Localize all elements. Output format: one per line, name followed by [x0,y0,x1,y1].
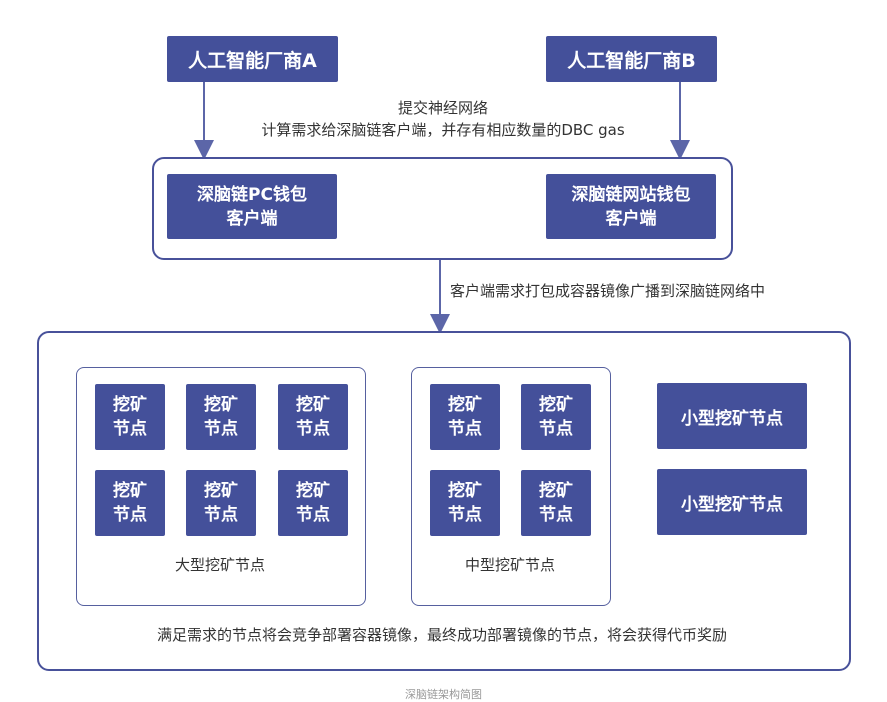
vendor-b-box: 人工智能厂商B [546,36,717,82]
miner-node-line2: 节点 [296,419,330,439]
miner-node: 挖矿 节点 [95,384,165,450]
miner-node: 挖矿 节点 [186,384,256,450]
miner-node: 挖矿 节点 [95,470,165,536]
pc-wallet-line2: 客户端 [226,208,278,229]
miner-node: 挖矿 节点 [278,470,348,536]
small-miner-label: 小型挖矿节点 [681,408,783,429]
pc-wallet-line1: 深脑链PC钱包 [197,184,307,205]
submit-note: 提交神经网络 计算需求给深脑链客户端，并存有相应数量的DBC gas [210,97,676,141]
submit-note-line1: 提交神经网络 [397,99,488,117]
miner-node-line1: 挖矿 [539,395,573,415]
miner-node: 挖矿 节点 [278,384,348,450]
reward-note: 满足需求的节点将会竞争部署容器镜像，最终成功部署镜像的节点，将会获得代币奖励 [156,626,727,644]
miner-node-line2: 节点 [296,505,330,525]
miner-node-line1: 挖矿 [448,395,482,415]
web-wallet-line1: 深脑链网站钱包 [571,184,691,205]
pc-wallet-client-box: 深脑链PC钱包 客户端 [167,174,337,239]
vendor-a-box: 人工智能厂商A [167,36,338,82]
miner-node-line1: 挖矿 [204,395,238,415]
broadcast-note: 客户端需求打包成容器镜像广播到深脑链网络中 [450,282,766,300]
web-wallet-line2: 客户端 [605,208,657,229]
small-miner-node: 小型挖矿节点 [657,469,807,535]
figure-caption: 深脑链架构简图 [405,688,482,701]
miner-node: 挖矿 节点 [521,384,591,450]
miner-node: 挖矿 节点 [430,470,500,536]
miner-node-line2: 节点 [113,419,147,439]
vendor-b-label: 人工智能厂商B [567,49,696,72]
miner-node-line1: 挖矿 [113,481,147,501]
miner-node-line2: 节点 [539,419,573,439]
miner-node-line1: 挖矿 [539,481,573,501]
small-miner-node: 小型挖矿节点 [657,383,807,449]
web-wallet-client-box: 深脑链网站钱包 客户端 [546,174,716,239]
miner-node-line1: 挖矿 [296,395,330,415]
miner-node-line1: 挖矿 [296,481,330,501]
submit-note-line2: 计算需求给深脑链客户端，并存有相应数量的DBC gas [261,121,625,139]
vendor-a-label: 人工智能厂商A [188,49,317,72]
miner-node-line2: 节点 [448,505,482,525]
miner-node-line2: 节点 [204,505,238,525]
miner-node-line2: 节点 [204,419,238,439]
medium-group-label: 中型挖矿节点 [464,556,555,574]
miner-node-line1: 挖矿 [113,395,147,415]
miner-node-line1: 挖矿 [204,481,238,501]
miner-node-line1: 挖矿 [448,481,482,501]
miner-node: 挖矿 节点 [521,470,591,536]
miner-node: 挖矿 节点 [430,384,500,450]
miner-node: 挖矿 节点 [186,470,256,536]
small-miner-label: 小型挖矿节点 [681,494,783,515]
miner-node-line2: 节点 [448,419,482,439]
miner-node-line2: 节点 [539,505,573,525]
miner-node-line2: 节点 [113,505,147,525]
large-group-label: 大型挖矿节点 [174,556,265,574]
